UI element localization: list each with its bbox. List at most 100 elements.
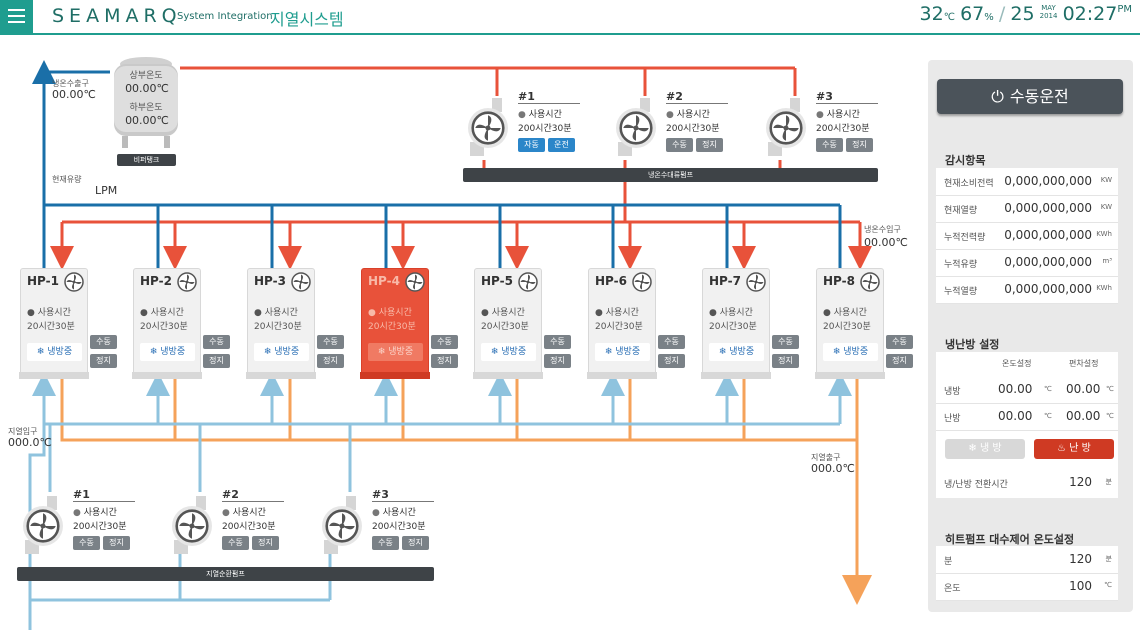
monitor-unit: KWh (1096, 284, 1112, 292)
switch-time-value[interactable]: 120 (1069, 475, 1092, 489)
bottom-pump-1-mode-button[interactable]: 수동 (73, 536, 100, 550)
heatpump-6-stop-button[interactable]: 정지 (658, 354, 685, 368)
heatpump-7-stop-button[interactable]: 정지 (772, 354, 799, 368)
manual-operation-button[interactable]: ⏻수동운전 (937, 79, 1123, 114)
heatpump-usage-label: ● 사용시간 (368, 308, 412, 318)
heatpump-1-stop-button[interactable]: 정지 (90, 354, 117, 368)
check-icon: ● (140, 308, 148, 318)
switch-time-label: 냉/난방 전환시간 (944, 480, 1008, 490)
top-pump-2-run-button[interactable]: 정지 (696, 138, 723, 152)
heatpump-1-mode-button[interactable]: 수동 (90, 335, 117, 349)
heatpump-2-stop-button[interactable]: 정지 (203, 354, 230, 368)
hp-control-label: 온도 (944, 584, 961, 594)
heatpump-name: HP-6 (595, 274, 627, 288)
clock-time: 02:27 (1062, 3, 1118, 25)
heatpump-5-mode-button[interactable]: 수동 (544, 335, 571, 349)
tank-lower-value: 00.00℃ (125, 114, 169, 127)
heatpump-1[interactable]: HP-1 ● 사용시간 20시간30분 ❄ 냉방중 (19, 268, 89, 379)
heatpump-4-stop-button[interactable]: 정지 (431, 354, 458, 368)
heatpump-8-mode-button[interactable]: 수동 (886, 335, 913, 349)
hp-control-section-title: 히트펌프 대수제어 온도설정 (945, 533, 1075, 546)
divider (816, 103, 878, 104)
heatpump-8[interactable]: HP-8 ● 사용시간 20시간30분 ❄ 냉방중 (815, 268, 885, 379)
monitor-value: 0,000,000,000 (1004, 228, 1092, 242)
heatpump-status-badge: ❄ 냉방중 (595, 343, 650, 361)
heatpump-7-mode-button[interactable]: 수동 (772, 335, 799, 349)
heatpump-6-mode-button[interactable]: 수동 (658, 335, 685, 349)
heatpump-status-badge: ❄ 냉방중 (254, 343, 309, 361)
heatpump-usage-label: ● 사용시간 (709, 308, 753, 318)
heatpump-status-badge: ❄ 냉방중 (709, 343, 764, 361)
heatpump-usage-label: ● 사용시간 (140, 308, 184, 318)
heatpump-base (473, 372, 543, 379)
top-pump-3-run-button[interactable]: 정지 (846, 138, 873, 152)
hvac-col1-header: 온도설정 (1002, 359, 1032, 368)
monitor-label: 누적전력량 (944, 233, 986, 243)
bottom-pump-1-run-button[interactable]: 정지 (103, 536, 130, 550)
top-pump-2-mode-button[interactable]: 수동 (666, 138, 693, 152)
bottom-pump-3-run-button[interactable]: 정지 (402, 536, 429, 550)
heatpump-usage-label: ● 사용시간 (254, 308, 298, 318)
check-icon: ● (372, 508, 380, 518)
tank-lower-label: 하부온도 (129, 103, 163, 113)
heat-mode-button[interactable]: ♨ 난 방 (1034, 439, 1114, 459)
top-pump-2 (614, 96, 664, 158)
heatpump-5-stop-button[interactable]: 정지 (544, 354, 571, 368)
heatpump-3-mode-button[interactable]: 수동 (317, 335, 344, 349)
heatpump-usage: 20시간30분 (27, 322, 75, 332)
bottom-pump-3-mode-button[interactable]: 수동 (372, 536, 399, 550)
bottom-pump-2-mode-button[interactable]: 수동 (222, 536, 249, 550)
manual-operation-label: 수동운전 (1009, 87, 1069, 106)
snowflake-icon: ❄ (149, 347, 158, 357)
heatpump-5[interactable]: HP-5 ● 사용시간 20시간30분 ❄ 냉방중 (473, 268, 543, 379)
fan-icon (291, 272, 311, 292)
hvac-temp-value[interactable]: 00.00 (998, 409, 1033, 423)
bottom-pump-3 (320, 494, 370, 556)
top-pump-1-number: #1 (518, 90, 535, 103)
monitor-row: 현재소비전력 0,000,000,000 KW (936, 169, 1118, 196)
buffer-tank-icon (114, 57, 178, 148)
heatpump-base (587, 372, 657, 379)
check-icon: ● (27, 308, 35, 318)
bottom-pump-2-usage: 200시간30분 (222, 522, 276, 532)
cool-mode-button[interactable]: ❄ 냉 방 (945, 439, 1025, 459)
heat-mode-label: 난 방 (1069, 443, 1091, 454)
hvac-dev-value[interactable]: 00.00 (1066, 382, 1101, 396)
top-pump-1-run-button[interactable]: 운전 (548, 138, 575, 152)
cool-mode-label: 냉 방 (979, 443, 1002, 454)
hvac-dev-value[interactable]: 00.00 (1066, 409, 1101, 423)
heatpump-6[interactable]: HP-6 ● 사용시간 20시간30분 ❄ 냉방중 (587, 268, 657, 379)
date-year: 2014 (1039, 12, 1058, 20)
heatpump-4-mode-button[interactable]: 수동 (431, 335, 458, 349)
top-pump-1-mode-button[interactable]: 자동 (518, 138, 545, 152)
check-icon: ● (368, 308, 376, 318)
hp-control-value[interactable]: 100 (1069, 579, 1092, 593)
geo-in-value: 000.0℃ (8, 436, 52, 449)
hamburger-menu-icon[interactable] (0, 0, 33, 33)
header-status: 32℃ 67% / 25 MAY 2014 02:27PM (920, 3, 1132, 31)
check-icon: ● (816, 110, 824, 120)
hvac-row: 난방 00.00 ℃ 00.00 ℃ (936, 404, 1118, 431)
fan-icon (405, 272, 425, 292)
snowflake-icon: ❄ (718, 347, 727, 357)
hp-control-value[interactable]: 120 (1069, 552, 1092, 566)
geo-in-label: 지열입구 (8, 427, 38, 436)
fan-icon (26, 509, 60, 547)
heatpump-3-stop-button[interactable]: 정지 (317, 354, 344, 368)
heatpump-8-stop-button[interactable]: 정지 (886, 354, 913, 368)
heatpump-name: HP-2 (140, 274, 172, 288)
heatpump-usage-label: ● 사용시간 (481, 308, 525, 318)
heatpump-4[interactable]: HP-4 ● 사용시간 20시간30분 ❄ 냉방중 (360, 268, 430, 379)
hvac-temp-value[interactable]: 00.00 (998, 382, 1033, 396)
heatpump-2[interactable]: HP-2 ● 사용시간 20시간30분 ❄ 냉방중 (132, 268, 202, 379)
flow-unit: LPM (95, 184, 118, 197)
heatpump-7[interactable]: HP-7 ● 사용시간 20시간30분 ❄ 냉방중 (701, 268, 771, 379)
heatpump-3[interactable]: HP-3 ● 사용시간 20시간30분 ❄ 냉방중 (246, 268, 316, 379)
top-pump-3-mode-button[interactable]: 수동 (816, 138, 843, 152)
cold-out-value: 00.00℃ (52, 88, 96, 101)
monitor-row: 누적유량 0,000,000,000 m³ (936, 250, 1118, 277)
heatpump-2-mode-button[interactable]: 수동 (203, 335, 230, 349)
top-pump-bar: 냉온수대류펌프 (463, 168, 878, 182)
heatpump-base (815, 372, 885, 379)
bottom-pump-2-run-button[interactable]: 정지 (252, 536, 279, 550)
